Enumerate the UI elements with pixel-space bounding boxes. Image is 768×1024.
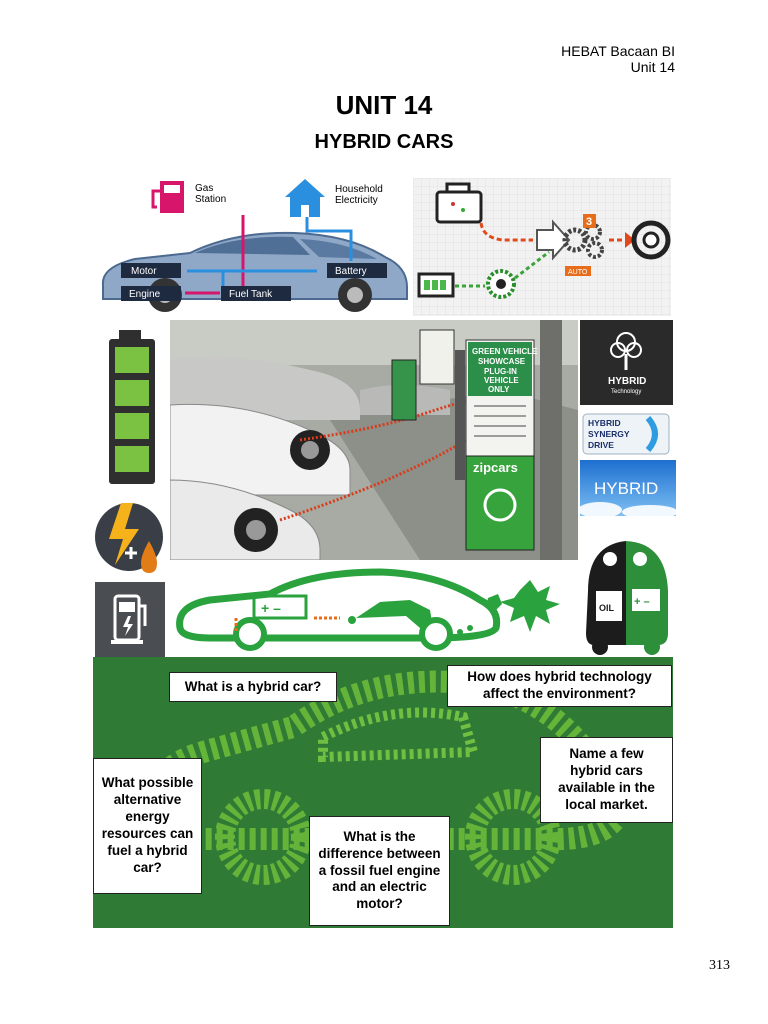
battery-label: Battery [335, 266, 367, 277]
sign-line-5: ONLY [488, 385, 510, 394]
gas-station-label-1: Gas [195, 183, 213, 194]
motor-coil-icon [486, 269, 516, 299]
drivetrain-diagram: 3 AUTO [413, 178, 671, 316]
gas-pump-icon [151, 181, 184, 213]
household-label-2: Electricity [335, 195, 378, 206]
question-environment: How does hybrid technology affect the en… [447, 665, 672, 707]
sign-line-4: VEHICLE [484, 376, 519, 385]
page-subtitle: HYBRID CARS [314, 131, 454, 153]
eco-car-icon [176, 568, 501, 651]
charging-photo: GREEN VEHICLE SHOWCASE PLUG-IN VEHICLE O… [170, 320, 578, 560]
question-what-is-hybrid: What is a hybrid car? [169, 672, 337, 702]
leaves-icon [457, 580, 560, 635]
engine-label: Engine [129, 289, 161, 300]
eco-car-mosaic-icon [150, 670, 633, 885]
motor-label: Motor [131, 266, 157, 277]
hybrid-synergy-drive-logo: HYBRID SYNERGY DRIVE [582, 410, 672, 458]
hybrid-tech-text: HYBRID [608, 376, 646, 387]
technology-text: Technology [611, 389, 641, 395]
hsd-line-3: DRIVE [588, 440, 614, 450]
green-car-outline: + – [170, 562, 580, 656]
header-source: HEBAT Bacaan BI [561, 43, 675, 59]
household-label-1: Household [335, 184, 383, 195]
question-fossil-vs-electric: What is the difference between a fossil … [309, 816, 450, 926]
transmission-arrow-icon [536, 219, 571, 261]
page-title: UNIT 14 [335, 90, 433, 120]
zipcars-brand: zipcars [473, 460, 518, 475]
sign-line-3: PLUG-IN [484, 367, 517, 376]
hsd-line-1: HYBRID [588, 418, 621, 428]
lightning-fuel-icon [95, 503, 163, 573]
house-icon [285, 179, 325, 217]
gas-station-label-2: Station [195, 194, 226, 205]
battery-small-icon: + – [252, 594, 308, 620]
tree-icon [610, 332, 642, 370]
wheel-icon [631, 220, 671, 260]
hybrid-technology-logo: HYBRID Technology [580, 320, 673, 405]
battery-icon [417, 272, 455, 298]
gear-number-badge: 3 [586, 216, 592, 228]
charging-station-panel [95, 582, 165, 657]
oil-battery-car-icon: + – [586, 541, 668, 655]
auto-label: AUTO [568, 269, 588, 276]
question-alternative-energy: What possible alternative energy resourc… [93, 758, 202, 894]
svg-text:+ –: + – [634, 596, 650, 608]
sign-line-2: SHOWCASE [478, 357, 526, 366]
battery-level-panel [95, 322, 168, 490]
hybrid-sky-logo: HYBRID [580, 460, 676, 516]
oil-label: OIL [599, 603, 615, 613]
engine-icon [435, 182, 483, 224]
svg-text:+ –: + – [261, 600, 281, 616]
header-unit: Unit 14 [630, 59, 675, 75]
electric-fuel-panel [95, 495, 168, 580]
fuel-tank-label: Fuel Tank [229, 289, 273, 300]
hsd-line-2: SYNERGY [588, 429, 630, 439]
sign-line-1: GREEN VEHICLE [472, 347, 538, 356]
charging-station-icon [111, 594, 147, 644]
page-number: 313 [709, 958, 730, 973]
hybrid-car-diagram: Gas Station Household Electricity Motor … [95, 175, 413, 317]
full-battery-icon [109, 330, 155, 484]
question-local-market: Name a few hybrid cars available in the … [540, 737, 673, 823]
oil-vs-battery-panel: + – OIL [580, 535, 673, 657]
green-vehicle-sign: GREEN VEHICLE SHOWCASE PLUG-IN VEHICLE O… [465, 339, 538, 457]
fuel-nozzle-icon [348, 600, 432, 628]
hybrid-sky-text: HYBRID [594, 479, 658, 498]
zipcars-sign: zipcars [465, 455, 535, 551]
